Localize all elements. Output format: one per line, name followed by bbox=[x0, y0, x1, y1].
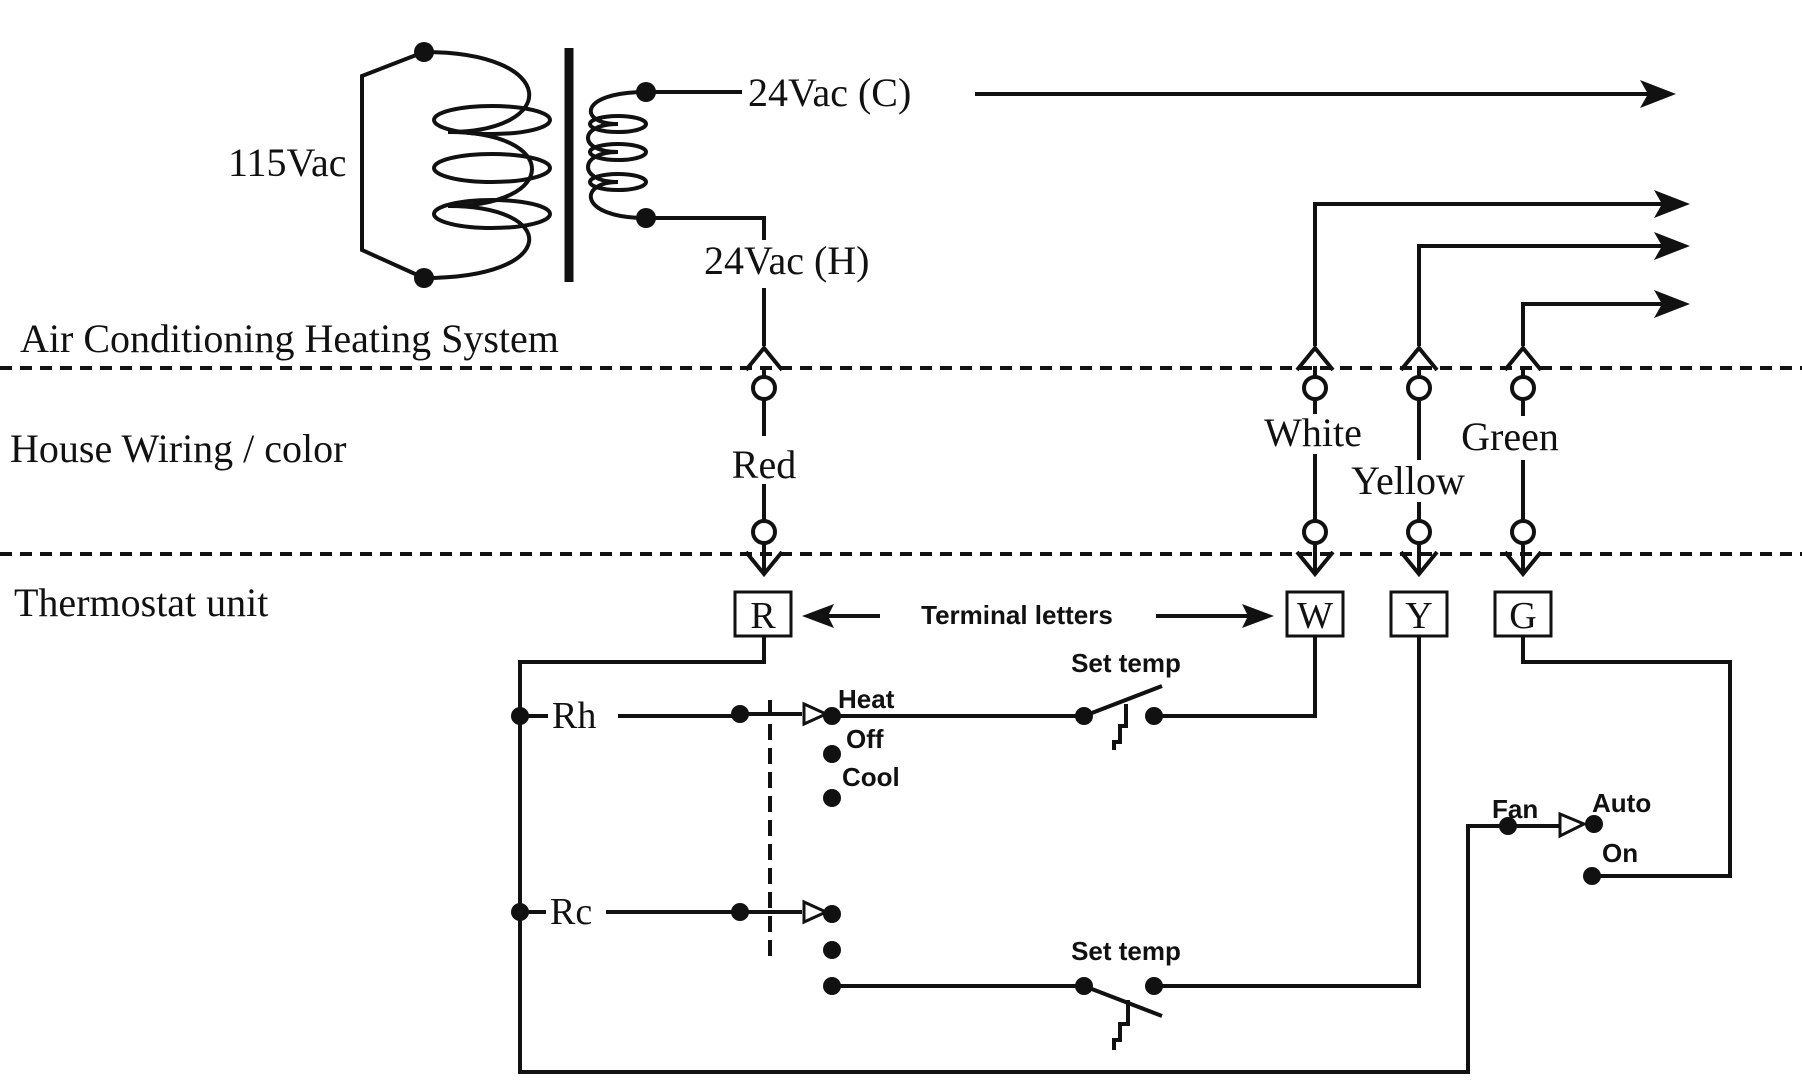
white-wire bbox=[1295, 202, 1668, 578]
heat-setpoint-blade bbox=[1083, 684, 1163, 718]
terminal-g-label: G bbox=[1509, 595, 1536, 637]
mode-cool-label: Cool bbox=[842, 762, 900, 792]
fan-on-to-g-wire bbox=[1521, 636, 1732, 878]
hot-wire-top bbox=[646, 216, 766, 240]
terminal-r-box bbox=[733, 590, 793, 638]
fan-auto-contact bbox=[1585, 815, 1603, 833]
secondary-coil bbox=[586, 90, 648, 220]
terminal-caption: Terminal letters bbox=[921, 600, 1113, 630]
terminal-y-box bbox=[1389, 590, 1449, 638]
wire-label-green: Green bbox=[1461, 414, 1559, 459]
wire-label-white: White bbox=[1264, 410, 1362, 455]
green-arrow bbox=[1654, 290, 1690, 318]
wire-label-yellow: Yellow bbox=[1351, 458, 1465, 503]
common-arrow bbox=[1640, 80, 1676, 108]
rc-heat-contact bbox=[823, 905, 841, 923]
heat-circuit-right bbox=[1154, 636, 1317, 718]
white-arrow bbox=[1654, 190, 1690, 218]
cool-contact bbox=[823, 789, 841, 807]
common-voltage-label: 24Vac (C) bbox=[748, 70, 911, 115]
mode-off-label: Off bbox=[846, 724, 884, 754]
rc-label: Rc bbox=[550, 891, 592, 933]
fan-auto-label: Auto bbox=[1592, 788, 1651, 818]
section-label-house: House Wiring / color bbox=[10, 426, 346, 471]
terminal-caption-arrow-right bbox=[1242, 604, 1274, 628]
green-wire bbox=[1503, 302, 1668, 578]
cool-setpoint-bimetal bbox=[1112, 1000, 1130, 1050]
transformer: 115Vac bbox=[228, 42, 656, 288]
set-temp-cool-label: Set temp bbox=[1071, 936, 1181, 966]
terminal-caption-arrow-left bbox=[802, 604, 834, 628]
r-bus bbox=[518, 636, 1508, 1074]
rh-label: Rh bbox=[552, 695, 596, 737]
rc-off-contact bbox=[823, 941, 841, 959]
primary-top-terminal bbox=[414, 42, 434, 62]
yellow-wire bbox=[1399, 244, 1668, 578]
terminal-r-label: R bbox=[750, 595, 776, 637]
fan-label: Fan bbox=[1492, 794, 1538, 824]
primary-bottom-terminal bbox=[414, 268, 434, 288]
cool-setpoint-blade bbox=[1083, 984, 1163, 1018]
primary-voltage-label: 115Vac bbox=[228, 140, 346, 185]
terminal-w-label: W bbox=[1297, 595, 1333, 637]
cool-circuit-right bbox=[1154, 636, 1421, 988]
section-label-system: Air Conditioning Heating System bbox=[20, 316, 559, 361]
fan-switch-pointer bbox=[1558, 811, 1588, 839]
terminal-y-label: Y bbox=[1405, 595, 1432, 637]
mode-heat-label: Heat bbox=[838, 684, 895, 714]
primary-coil bbox=[360, 50, 552, 280]
red-wire bbox=[744, 344, 784, 578]
yellow-arrow bbox=[1654, 232, 1690, 260]
rc-switch-pointer bbox=[802, 899, 830, 925]
section-label-thermostat: Thermostat unit bbox=[14, 580, 268, 625]
fan-on-label: On bbox=[1602, 838, 1638, 868]
hot-voltage-label: 24Vac (H) bbox=[704, 238, 870, 283]
heat-setpoint-bimetal bbox=[1112, 704, 1128, 750]
wire-label-red: Red bbox=[732, 442, 796, 487]
off-contact bbox=[823, 745, 841, 763]
rh-switch-pointer bbox=[802, 701, 830, 727]
set-temp-heat-label: Set temp bbox=[1071, 648, 1181, 678]
